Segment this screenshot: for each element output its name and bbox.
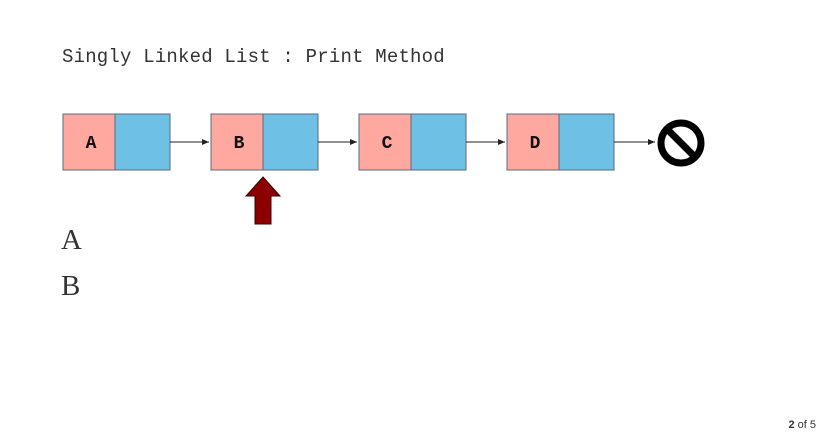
list-node: C [358, 113, 467, 171]
page-counter: 2 of 5 [788, 419, 816, 431]
node-next-cell [262, 113, 319, 171]
slide-title: Singly Linked List : Print Method [62, 46, 445, 68]
page-current: 2 [788, 419, 795, 431]
node-next-cell [410, 113, 467, 171]
page-total: 5 [809, 419, 816, 431]
page-separator: of [797, 419, 807, 431]
node-label: A [86, 134, 97, 154]
node-next-cell [114, 113, 171, 171]
list-node: D [506, 113, 615, 171]
list-node: A [62, 113, 171, 171]
printed-output-line: B [61, 270, 81, 302]
node-data-cell [506, 113, 560, 171]
list-node: B [210, 113, 319, 171]
node-label: B [234, 134, 245, 154]
up-arrow-icon [244, 176, 282, 225]
printed-output-line: A [61, 224, 82, 256]
node-label: D [530, 134, 541, 154]
null-circle-slash-icon [657, 119, 705, 167]
node-label: C [382, 134, 393, 154]
node-data-cell [62, 113, 116, 171]
node-next-cell [558, 113, 615, 171]
